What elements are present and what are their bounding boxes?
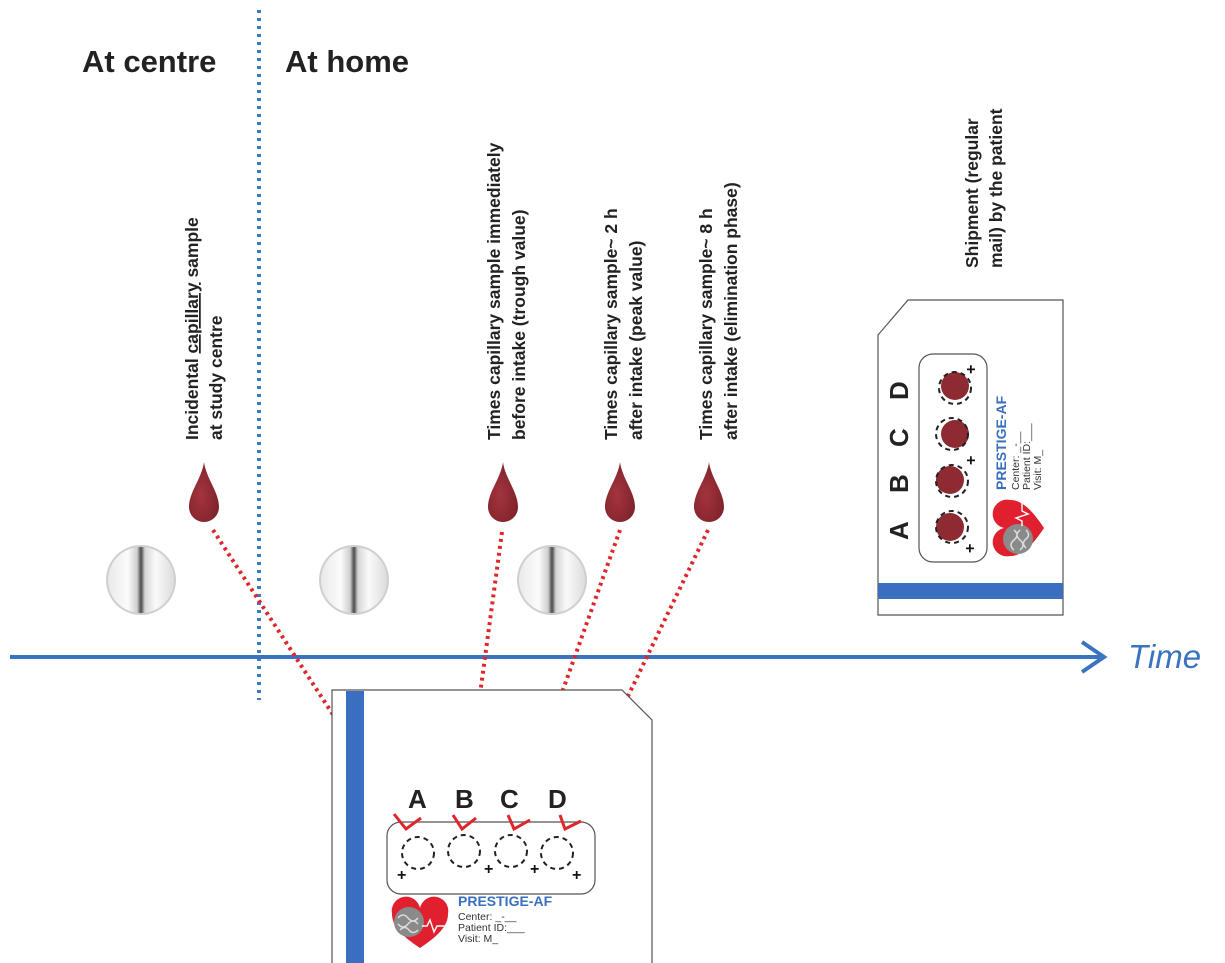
brand-name: PRESTIGE-AF (458, 893, 553, 909)
sample-card-empty: A B C D + + + + PRESTIGE-AF Center: _-__… (331, 689, 653, 963)
plus-mark: + (963, 365, 980, 374)
label-shipment-line1: Shipment (regular (962, 118, 982, 268)
plus-mark: + (484, 861, 493, 878)
plus-mark: + (963, 456, 980, 465)
blood-drop-icon (694, 462, 724, 522)
slot-label-a: A (884, 521, 914, 540)
timeline-arrowhead-icon (1080, 640, 1108, 674)
brand-name: PRESTIGE-AF (993, 395, 1009, 490)
label-shipment-line2: mail) by the patient (986, 108, 1006, 268)
slot-label-d: D (548, 784, 567, 814)
timeline-label: Time (1128, 638, 1201, 675)
plus-mark: + (397, 867, 406, 884)
slot-label-b: B (455, 784, 474, 814)
center-line: Center: _-__ (458, 911, 517, 923)
sample-arrow-b (460, 531, 504, 828)
header-at-home: At home (285, 44, 409, 79)
visit-line: Visit: M_ (458, 933, 498, 945)
sample-circle-a (401, 836, 435, 870)
slot-label-c: C (500, 784, 519, 814)
pill-icon (319, 545, 389, 615)
slot-label-c: C (884, 428, 914, 447)
label-trough-line1: Times capillary sample immediately (484, 142, 504, 440)
patient-id-line: Patient ID:___ (458, 922, 525, 934)
label-peak-line2: after intake (peak value) (626, 241, 646, 440)
sample-circle-b (935, 464, 969, 498)
card-stripe (878, 583, 1063, 599)
label-incidental-line1: Incidental capillary sample (182, 217, 202, 440)
heart-brain-logo-icon (992, 499, 1044, 557)
slot-label-d: D (884, 381, 914, 400)
label-elimination-line1: Times capillary sample~ 8 h (696, 208, 716, 440)
blood-spot (936, 466, 964, 494)
blood-drop-icon (488, 462, 518, 522)
plus-mark: + (962, 544, 979, 553)
sample-circle-b (447, 834, 481, 868)
center-line: Center: _-__ (1010, 431, 1022, 490)
slot-label-b: B (884, 474, 914, 493)
slot-panel (918, 353, 988, 563)
card-stripe (346, 691, 364, 963)
header-at-centre: At centre (82, 44, 216, 79)
blood-spot (941, 372, 969, 400)
sample-circle-c (935, 417, 969, 451)
heart-brain-logo-icon (391, 896, 449, 948)
patient-id-line: Patient ID:___ (1021, 423, 1033, 490)
arrowhead-d-icon (558, 814, 582, 832)
sample-circle-c (494, 834, 528, 868)
arrowhead-a-icon (392, 813, 422, 832)
slot-panel (386, 821, 596, 895)
blood-spot (941, 420, 969, 448)
slot-label-a: A (408, 784, 427, 814)
sample-card-filled: A B C D + + + PRESTIGE-AF Center: _-__ P… (877, 299, 1064, 616)
arrowhead-b-icon (451, 814, 477, 832)
blood-spot (936, 513, 964, 541)
blood-drop-icon (189, 462, 219, 522)
blood-drop-icon (605, 462, 635, 522)
plus-mark: + (572, 867, 581, 884)
pill-icon (517, 545, 587, 615)
visit-line: Visit: M_ (1032, 450, 1044, 490)
label-peak-line1: Times capillary sample~ 2 h (601, 208, 621, 440)
sample-circle-d (938, 371, 972, 405)
label-incidental-line2: at study centre (206, 315, 226, 440)
pill-icon (106, 545, 176, 615)
plus-mark: + (530, 861, 539, 878)
label-trough-line2: before intake (trough value) (509, 210, 529, 440)
sample-circle-a (935, 510, 969, 544)
label-elimination-line2: after intake (elimination phase) (721, 182, 741, 440)
sample-circle-d (540, 836, 574, 870)
arrowhead-c-icon (506, 814, 531, 832)
